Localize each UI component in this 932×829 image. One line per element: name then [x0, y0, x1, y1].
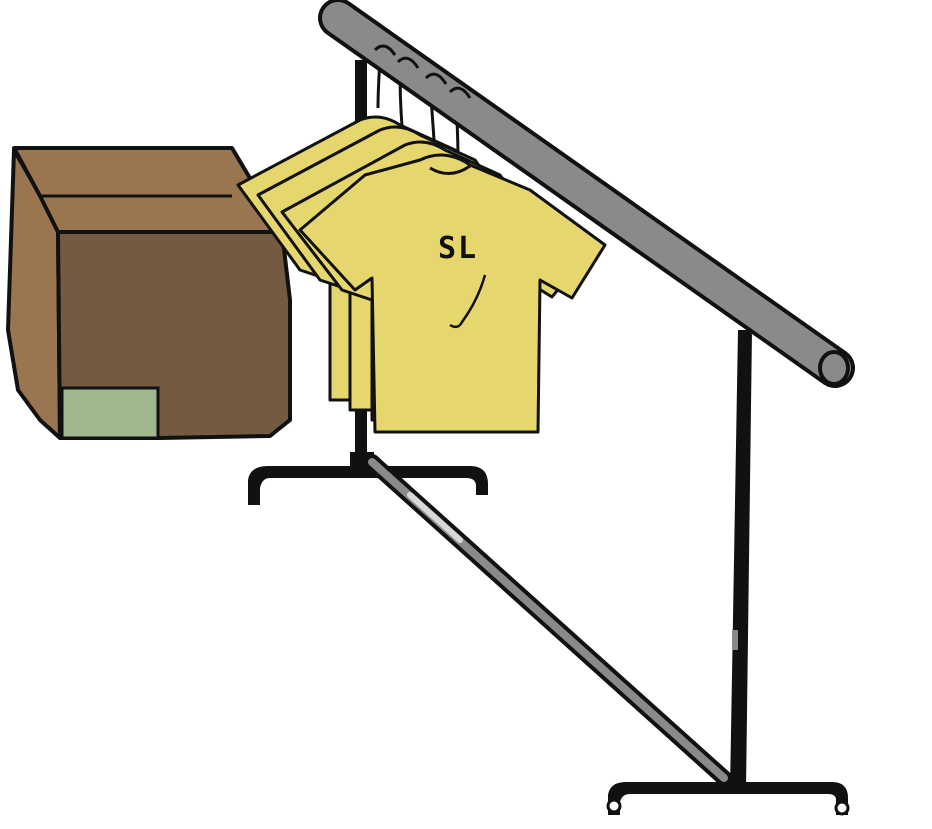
rack-front-base	[608, 782, 848, 815]
rack-post-highlight	[732, 630, 738, 650]
shirt-collar	[429, 164, 471, 175]
rack-cross-brace	[364, 454, 732, 786]
rack-back-base	[248, 466, 488, 505]
rack-front-frame	[606, 330, 850, 816]
rack-top-rail	[318, 0, 855, 388]
rail-end-cap	[818, 350, 850, 386]
shirts-group: SL	[236, 59, 607, 434]
shirt-print-text: SL	[438, 231, 478, 266]
shirt-fold-line	[449, 274, 487, 329]
rack-front-caster-right	[834, 800, 850, 816]
rack-front-post	[730, 330, 752, 790]
cardboard-box	[6, 146, 292, 440]
rail-hanger-rings	[373, 44, 472, 99]
shirt-4-front	[298, 153, 607, 434]
box-shipping-label	[60, 386, 160, 440]
rack-front-caster-left	[606, 798, 622, 814]
